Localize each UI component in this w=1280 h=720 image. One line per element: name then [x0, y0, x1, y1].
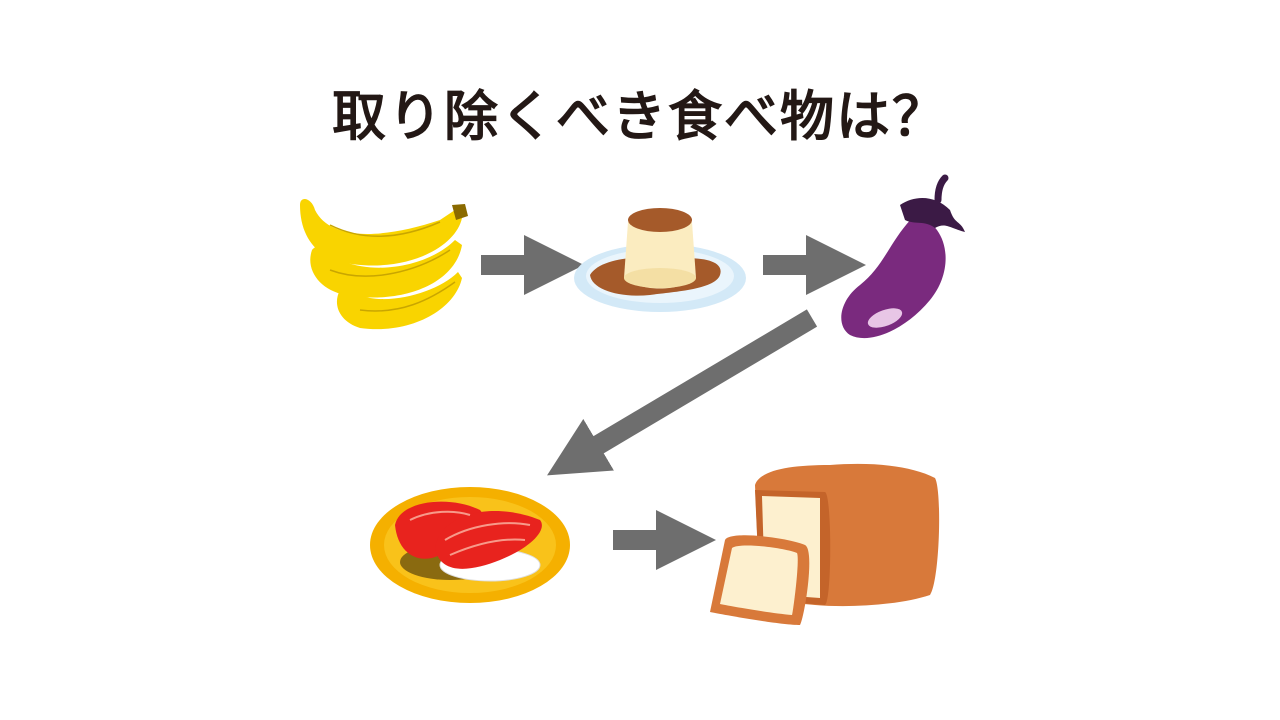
page-title: 取り除くべき食べ物は？	[332, 84, 948, 148]
sushi-icon	[370, 487, 570, 603]
bread-icon	[710, 463, 940, 625]
pudding-icon	[574, 208, 746, 312]
arrow-diagonal	[547, 309, 818, 476]
eggplant-icon	[841, 174, 965, 339]
banana-icon	[300, 198, 468, 330]
